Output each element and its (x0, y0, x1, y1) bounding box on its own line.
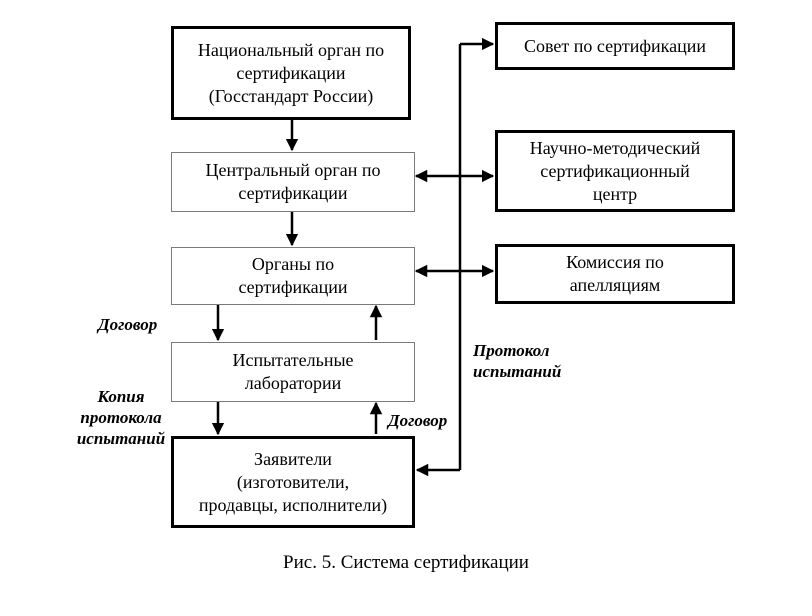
label-test-protocol: Протокол испытаний (473, 341, 562, 381)
test-labs-box: Испытательные лаборатории (171, 342, 415, 402)
label-copy-of-protocol: Копия протокола испытаний (76, 387, 166, 448)
applicants-box: Заявители (изготовители, продавцы, испол… (171, 436, 415, 528)
label-contract-right: Договор (388, 411, 448, 430)
appeals-commission-box: Комиссия по апелляциям (495, 244, 735, 304)
cert-bodies-box: Органы по сертификации (171, 247, 415, 305)
national-body-box: Национальный орган по сертификации (Госс… (171, 26, 411, 120)
label-contract-left: Договор (98, 315, 158, 334)
figure-caption: Рис. 5. Система сертификации (283, 552, 529, 573)
cert-council-box: Совет по сертификации (495, 22, 735, 70)
research-center-box: Научно-методический сертификационный цен… (495, 130, 735, 212)
central-body-box: Центральный орган по сертификации (171, 152, 415, 212)
